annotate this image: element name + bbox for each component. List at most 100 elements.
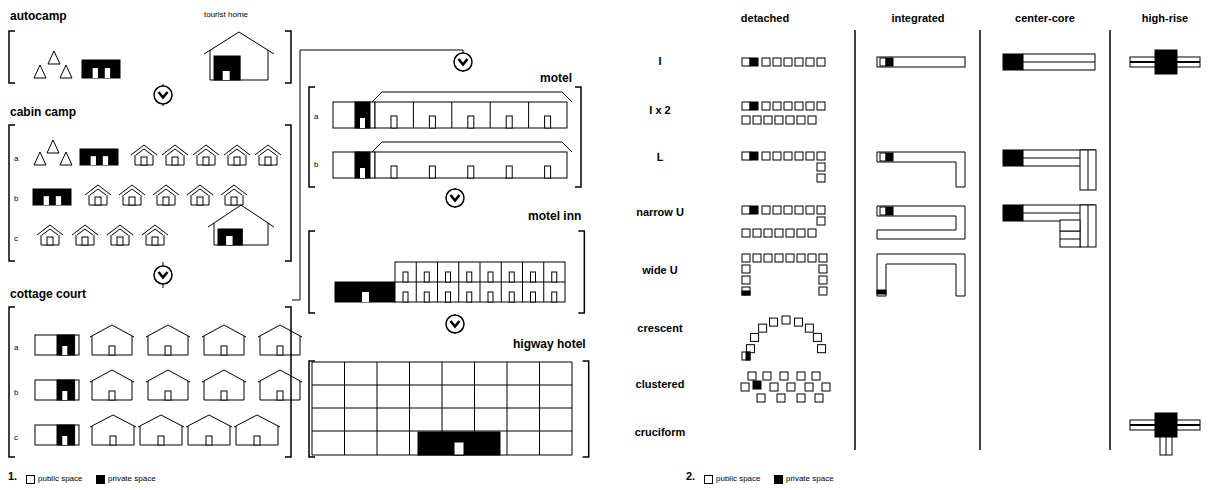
- office-outline: [35, 380, 79, 400]
- private-block: [1155, 50, 1177, 74]
- office-door: [93, 68, 98, 78]
- cabin-roof: [187, 185, 213, 195]
- office-block: [82, 60, 120, 78]
- bracket: [8, 30, 292, 84]
- chevron: [451, 195, 460, 201]
- row-label: clustered: [636, 378, 685, 391]
- tent: [60, 65, 72, 78]
- office-door: [56, 196, 61, 205]
- lodging-stage: cabin campabc: [8, 106, 292, 262]
- cottage-door: [165, 346, 171, 355]
- chevron: [459, 59, 468, 65]
- door: [362, 292, 369, 302]
- unit-square: [819, 265, 827, 273]
- cottage-roof: [146, 370, 190, 382]
- legend-swatch: [26, 475, 35, 484]
- stage-transition: [154, 84, 172, 106]
- cottage-roof: [186, 415, 232, 427]
- unit-square: [787, 383, 795, 391]
- bar: [1060, 231, 1080, 247]
- lodging-stage: higway hotel: [308, 334, 590, 458]
- cottage-wall: [92, 381, 132, 400]
- tent: [60, 152, 72, 165]
- bracket-right: [578, 231, 584, 313]
- cabin-gable: [158, 189, 174, 195]
- cottage-wall: [260, 381, 300, 400]
- cottage-door: [221, 346, 227, 355]
- unit-square: [784, 152, 792, 160]
- column-header: integrated: [891, 12, 944, 25]
- cabin-wall: [228, 155, 246, 165]
- cottage-door: [277, 346, 283, 355]
- unit-square: [742, 287, 750, 295]
- tent: [48, 51, 60, 64]
- unit-square: [805, 383, 813, 391]
- cabin-door: [265, 157, 271, 165]
- private-block: [1003, 54, 1023, 70]
- unit-wall: [451, 102, 452, 128]
- unit-square: [817, 163, 825, 171]
- house-wall: [210, 50, 268, 80]
- unit-square: [777, 394, 785, 402]
- unit-door: [403, 292, 408, 302]
- motel-block: [375, 102, 567, 128]
- unit-door: [467, 272, 472, 282]
- unit-square: [786, 229, 794, 237]
- unit-square: [797, 254, 805, 262]
- unit-square: [753, 116, 761, 124]
- cabin-gable: [147, 229, 163, 235]
- unit-square: [815, 394, 823, 402]
- lodging-stage: cottage courtabc: [8, 288, 292, 458]
- cabin-roof: [221, 185, 247, 195]
- unit-square: [741, 383, 749, 391]
- bracket: [8, 124, 292, 262]
- unit-square: [817, 217, 825, 225]
- unit-square: [773, 206, 781, 214]
- unit-square: [784, 206, 792, 214]
- cabin-roof: [142, 225, 168, 235]
- lodging-stage: autocamptourist home: [8, 8, 292, 84]
- row-label: narrow U: [636, 206, 684, 219]
- legend-text: private space: [786, 474, 834, 483]
- cottage-door: [277, 391, 283, 400]
- variant-letter: b: [14, 388, 18, 397]
- private-block: [1003, 205, 1023, 221]
- unit-door: [403, 272, 408, 282]
- unit-square: [795, 206, 803, 214]
- bar: [877, 152, 965, 187]
- tent: [47, 140, 59, 153]
- variant-letter: tourist home: [204, 10, 248, 19]
- cabin-gable: [192, 189, 208, 195]
- door: [62, 436, 67, 445]
- cottage-wall: [260, 336, 300, 355]
- private-block: [335, 282, 395, 302]
- corridor: [1023, 62, 1095, 63]
- unit-square: [773, 58, 781, 66]
- cabin-roof: [162, 145, 188, 155]
- unit-square: [751, 333, 759, 341]
- unit-door: [446, 272, 451, 282]
- cottage-door: [109, 346, 115, 355]
- unit-wall: [522, 262, 523, 302]
- unit-square: [797, 372, 805, 380]
- bracket-right: [285, 307, 291, 457]
- cabin-roof: [119, 185, 145, 195]
- office-block: [33, 189, 71, 205]
- variant-letter: c: [14, 234, 18, 243]
- stage-transition: [446, 188, 464, 208]
- unit-square: [812, 372, 820, 380]
- cottage-roof: [258, 325, 302, 337]
- unit-door: [468, 166, 474, 178]
- chevron: [451, 321, 460, 327]
- unit-square: [795, 152, 803, 160]
- cottage-roof: [138, 415, 184, 427]
- unit-square: [775, 116, 783, 124]
- unit-square: [806, 58, 814, 66]
- house-wall: [214, 223, 268, 245]
- unit-square: [786, 254, 794, 262]
- cabin-door: [117, 237, 123, 245]
- cabin-door: [95, 197, 101, 205]
- bracket: [308, 360, 590, 458]
- unit-square: [784, 58, 792, 66]
- transition-marker: [154, 86, 172, 104]
